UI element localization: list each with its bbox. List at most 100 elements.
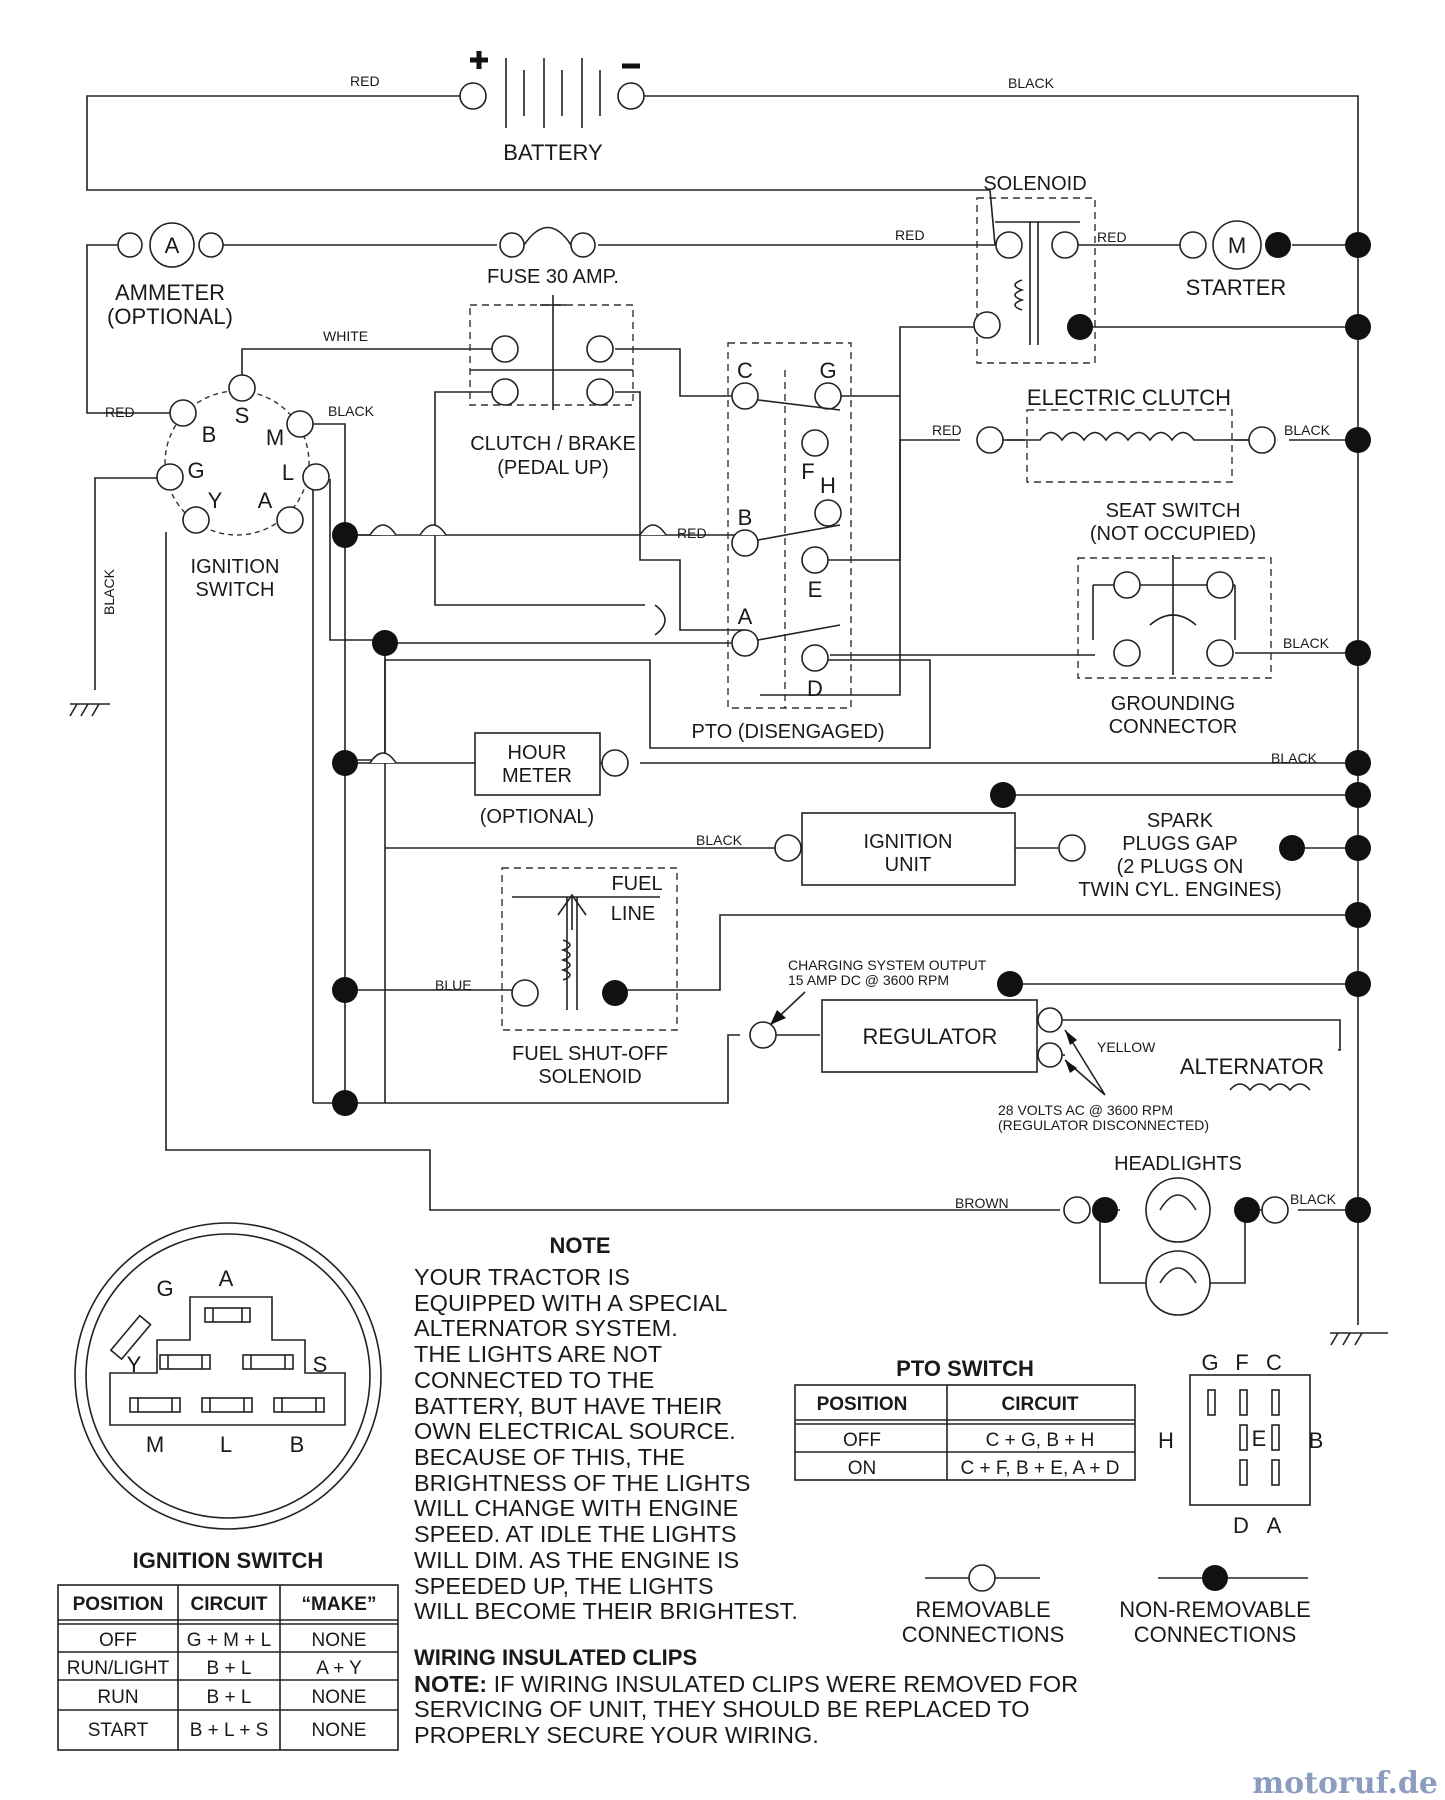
wire-label-red: RED (350, 73, 380, 89)
fuel-shutoff-solenoid: FUEL LINE FUEL SHUT-OFF SOLENOID (501, 867, 678, 1088)
pto-table-cell: ON (848, 1458, 877, 1479)
clips-line-2: SERVICING OF UNIT, THEY SHOULD BE REPLAC… (414, 1696, 1030, 1722)
ign-table-cell: G + M + L (187, 1630, 271, 1651)
alternator-voltage-label: 28 VOLTS AC @ 3600 RPM (998, 1102, 1173, 1118)
ign-table-cell: B + L (207, 1658, 252, 1679)
ign-table-cell: RUN (97, 1687, 138, 1708)
ign-table-cell: START (88, 1720, 149, 1741)
wire-label-red: RED (677, 525, 707, 541)
hour-meter: HOUR METER (OPTIONAL) (474, 732, 629, 828)
note-line: ALTERNATOR SYSTEM. (414, 1315, 678, 1341)
clutch-brake-switch: CLUTCH / BRAKE (PEDAL UP) (469, 295, 636, 479)
ign-b-label: B (202, 422, 217, 447)
starter-symbol: M (1228, 233, 1246, 258)
clips-note-label: NOTE: (414, 1671, 487, 1697)
ign-table-header: CIRCUIT (190, 1594, 267, 1615)
starter-label: STARTER (1186, 275, 1287, 300)
non-removable-connection-symbol (1202, 1565, 1228, 1591)
seat-switch-label: SEAT SWITCH (1106, 500, 1241, 522)
spark-plug-line4: TWIN CYL. ENGINES) (1078, 879, 1281, 901)
face-b-label: B (290, 1432, 305, 1457)
ignition-unit: IGNITION UNIT SPARK PLUGS GAP (2 PLUGS O… (774, 782, 1305, 901)
clips-note: WIRING INSULATED CLIPS NOTE: IF WIRING I… (414, 1645, 1078, 1748)
wire-label-black: BLACK (1290, 1191, 1337, 1207)
note-block: NOTE YOUR TRACTOR IS EQUIPPED WITH A SPE… (414, 1233, 798, 1624)
face-y-label: Y (127, 1352, 142, 1377)
note-line: THE LIGHTS ARE NOT (414, 1341, 662, 1367)
removable-connection-symbol (968, 1564, 996, 1592)
wire-labels: RED BLACK RED RED WHITE RED BLACK RED BL… (101, 73, 1337, 1211)
hour-meter-optional: (OPTIONAL) (480, 806, 594, 828)
legend-removable-sub: CONNECTIONS (902, 1622, 1065, 1647)
ammeter: A AMMETER (OPTIONAL) (107, 222, 233, 329)
wire-label-black: BLACK (1008, 75, 1055, 91)
headlights: HEADLIGHTS (1063, 1153, 1289, 1316)
ign-l-label: L (282, 460, 294, 485)
wire-label-black: BLACK (1283, 635, 1330, 651)
legend: REMOVABLE CONNECTIONS NON-REMOVABLE CONN… (902, 1564, 1311, 1647)
ign-table-cell: B + L + S (190, 1720, 269, 1741)
wire-label-red: RED (895, 227, 925, 243)
ign-table-header: POSITION (73, 1594, 164, 1615)
face-a-label: A (219, 1266, 234, 1291)
hour-meter-label: HOUR (508, 742, 567, 764)
pface-f-label: F (1235, 1350, 1248, 1375)
charging-output-label: CHARGING SYSTEM OUTPUT (788, 957, 987, 973)
watermark: motoruf.de (1252, 1766, 1438, 1800)
plus-icon (470, 51, 488, 69)
note-line: OWN ELECTRICAL SOURCE. (414, 1418, 736, 1444)
battery: BATTERY (459, 51, 645, 165)
ammeter-label: AMMETER (115, 280, 225, 305)
crossover-humps (369, 524, 667, 764)
ign-a-label: A (258, 488, 273, 513)
seat-switch: SEAT SWITCH (NOT OCCUPIED) GROUNDING CON… (1077, 500, 1272, 738)
ammeter-optional-label: (OPTIONAL) (107, 304, 233, 329)
pto-switch-face: G F C H E B D A (1158, 1350, 1323, 1538)
pface-c-label: C (1266, 1350, 1282, 1375)
fuel-solenoid-sublabel: SOLENOID (538, 1066, 641, 1088)
ignition-unit-sublabel: UNIT (885, 854, 932, 876)
battery-label: BATTERY (503, 140, 603, 165)
wire-label-red: RED (105, 404, 135, 420)
legend-non-removable: NON-REMOVABLE (1119, 1597, 1311, 1622)
pface-g-label: G (1201, 1350, 1218, 1375)
ign-table-cell: NONE (312, 1687, 367, 1708)
wire-label-blue: BLUE (435, 977, 472, 993)
ignition-unit-label: IGNITION (864, 831, 953, 853)
ign-m-label: M (266, 425, 284, 450)
battery-positive-terminal (459, 82, 487, 110)
ign-g-label: G (187, 458, 204, 483)
solenoid: SOLENOID (973, 173, 1096, 364)
regulator-label: REGULATOR (863, 1024, 998, 1049)
electric-clutch: ELECTRIC CLUTCH (976, 385, 1276, 483)
wire-label-black: BLACK (101, 568, 117, 615)
ammeter-left-terminal (117, 232, 143, 258)
spark-plug-line3: (2 PLUGS ON (1117, 856, 1244, 878)
note-line: BECAUSE OF THIS, THE (414, 1444, 685, 1470)
regulator-alternator: CHARGING SYSTEM OUTPUT 15 AMP DC @ 3600 … (749, 957, 1338, 1133)
ammeter-gauge (149, 222, 195, 268)
wire-label-black: BLACK (328, 403, 375, 419)
wire-label-brown: BROWN (955, 1195, 1009, 1211)
pto-table-cell: C + G, B + H (986, 1430, 1095, 1451)
pface-h-label: H (1158, 1428, 1174, 1453)
pto-b-label: B (738, 505, 753, 530)
pface-d-label: D (1233, 1513, 1249, 1538)
headlights-label: HEADLIGHTS (1114, 1153, 1242, 1175)
ignition-switch-table: IGNITION SWITCH POSITION CIRCUIT “MAKE” … (57, 1548, 399, 1751)
note-line: WILL BECOME THEIR BRIGHTEST. (414, 1598, 798, 1624)
clips-text: IF WIRING INSULATED CLIPS WERE REMOVED F… (487, 1671, 1078, 1697)
ign-table-cell: B + L (207, 1687, 252, 1708)
pto-d-label: D (807, 676, 823, 701)
wire-label-black: BLACK (1271, 750, 1318, 766)
ign-table-cell: A + Y (316, 1658, 362, 1679)
ignition-switch: B S M G L Y A IGNITION SWITCH (156, 374, 330, 601)
pto-e-label: E (808, 577, 823, 602)
solenoid-label: SOLENOID (983, 173, 1086, 195)
pto-switch: C G F H B E A D PTO (DISENGAGED) (692, 342, 885, 743)
fuse-label: FUSE 30 AMP. (487, 266, 619, 288)
ign-table-cell: NONE (312, 1630, 367, 1651)
fuel-line-sublabel: LINE (611, 903, 655, 925)
pto-a-label: A (738, 604, 753, 629)
clips-line-1: NOTE: IF WIRING INSULATED CLIPS WERE REM… (414, 1671, 1078, 1697)
